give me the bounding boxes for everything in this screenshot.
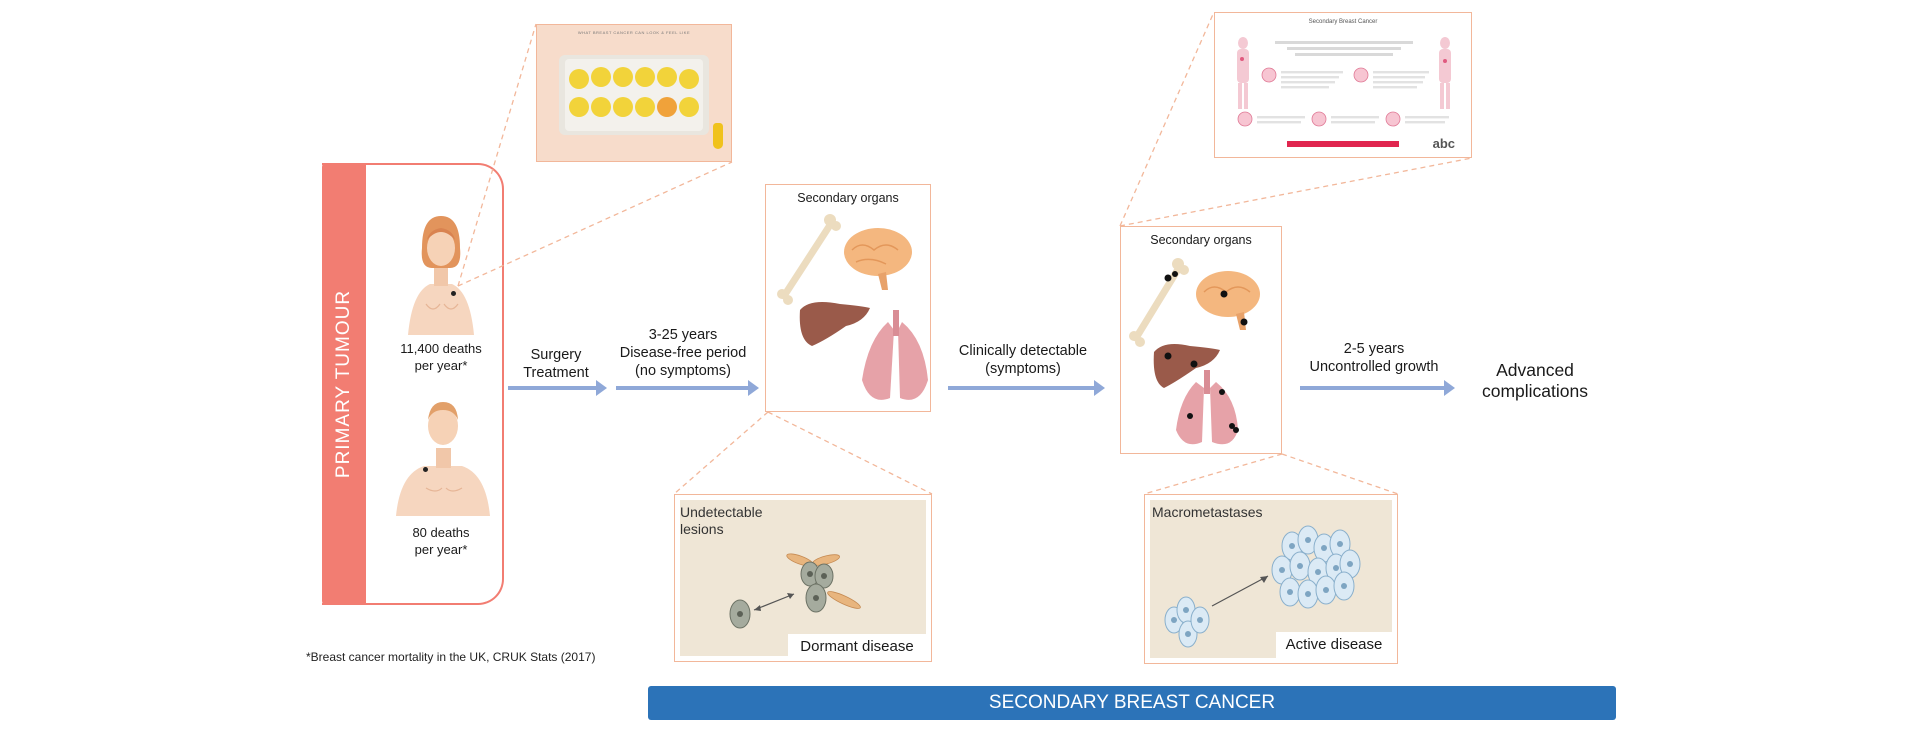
liver-icon bbox=[799, 302, 870, 346]
advanced-complications-label: Advanced complications bbox=[1481, 360, 1589, 401]
disease-free-period-label: 3-25 years Disease-free period (no sympt… bbox=[619, 327, 747, 379]
lungs-icon bbox=[1176, 370, 1238, 445]
dormant-cells-illustration bbox=[729, 553, 861, 629]
secondary-organs-title-2: Secondary organs bbox=[1150, 233, 1252, 247]
male-deaths-stat: 80 deaths per year* bbox=[412, 525, 470, 557]
lemon-poster-mascot bbox=[713, 123, 723, 149]
primary-tumour-panel bbox=[322, 163, 504, 605]
brain-icon bbox=[1196, 271, 1260, 330]
organs-illustration-2 bbox=[1129, 258, 1260, 445]
bone-icon bbox=[1129, 258, 1189, 347]
organs-illustration-1 bbox=[777, 214, 928, 400]
abc-infographic-title: Secondary Breast Cancer bbox=[1308, 19, 1378, 25]
primary-tumour-bar bbox=[322, 163, 366, 605]
clinically-detectable-label: Clinically detectable (symptoms) bbox=[958, 343, 1088, 377]
female-deaths-stat: 11,400 deaths per year* bbox=[400, 341, 482, 373]
abc-infographic-body bbox=[1237, 37, 1451, 147]
uncontrolled-growth-label: 2-5 years Uncontrolled growth bbox=[1309, 341, 1439, 375]
lemon-poster-thumbnail: WHAT BREAST CANCER CAN LOOK & FEEL LIKE bbox=[536, 24, 732, 162]
secondary-breast-cancer-banner: SECONDARY BREAST CANCER bbox=[648, 686, 1616, 720]
lemon-poster-title: WHAT BREAST CANCER CAN LOOK & FEEL LIKE bbox=[577, 30, 691, 35]
brain-icon bbox=[844, 228, 912, 290]
footnote: *Breast cancer mortality in the UK, CRUK… bbox=[306, 650, 596, 664]
dormant-disease-caption: Dormant disease bbox=[788, 634, 926, 660]
abc-infographic-thumbnail: Secondary Breast Cancer abc bbox=[1214, 12, 1472, 158]
arrow-growth bbox=[1300, 386, 1444, 390]
bone-icon bbox=[777, 214, 841, 305]
arrow-surgery bbox=[508, 386, 596, 390]
female-figure-illustration bbox=[408, 216, 474, 335]
female-tumour-dot bbox=[451, 291, 456, 296]
male-figure-illustration bbox=[396, 402, 490, 516]
active-cells-illustration bbox=[1164, 525, 1361, 648]
male-tumour-dot bbox=[423, 467, 428, 472]
metastasis-dots-icon bbox=[1164, 271, 1248, 433]
lemon-carton-illustration bbox=[559, 55, 709, 135]
abc-logo: abc bbox=[1432, 136, 1455, 151]
macrometastases-heading: Macrometastases bbox=[1152, 504, 1263, 520]
arrow-detectable bbox=[948, 386, 1094, 390]
secondary-organs-title-1: Secondary organs bbox=[797, 191, 899, 205]
liver-icon bbox=[1153, 344, 1220, 388]
undetectable-lesions-heading: Undetectable lesions bbox=[680, 504, 763, 537]
surgery-treatment-label: Surgery Treatment bbox=[523, 347, 589, 381]
active-disease-caption: Active disease bbox=[1276, 632, 1392, 658]
lungs-icon bbox=[862, 310, 928, 400]
arrow-dormancy bbox=[616, 386, 748, 390]
